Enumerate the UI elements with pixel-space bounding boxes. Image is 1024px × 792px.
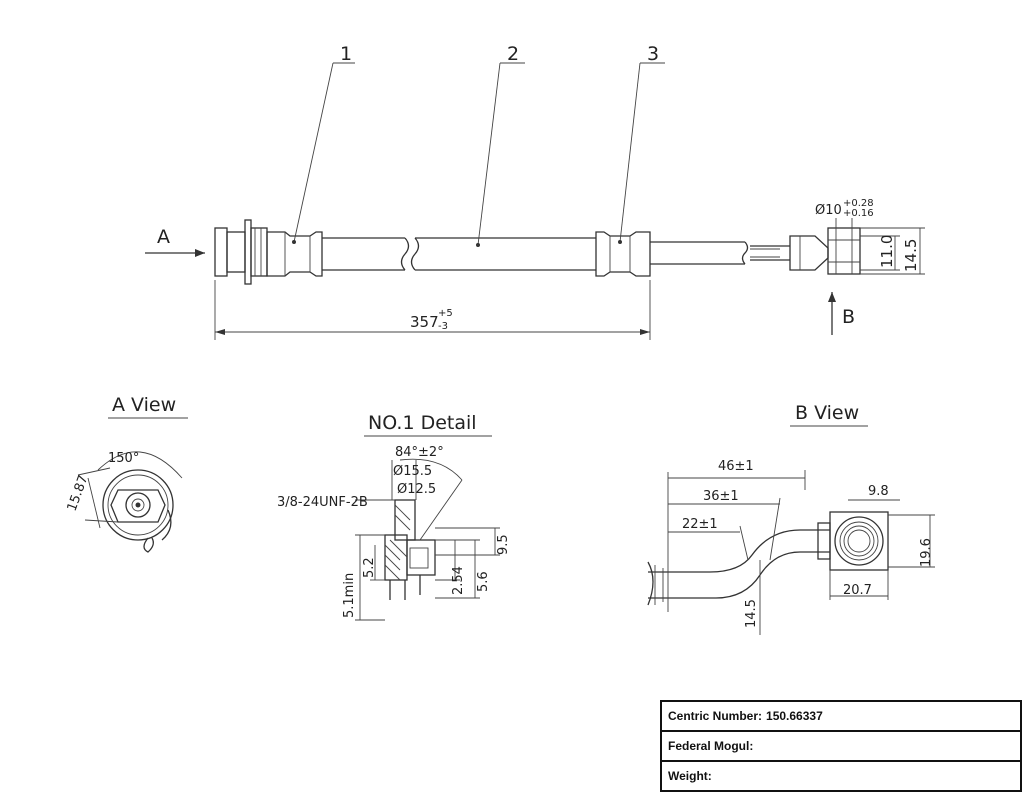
federal-mogul-label: Federal Mogul:	[668, 739, 754, 753]
b-view-dim-196: 19.6	[919, 538, 934, 567]
weight-label: Weight:	[668, 769, 712, 783]
callout-leaders	[292, 62, 665, 247]
a-view-dim-width: 15.87	[65, 473, 92, 513]
centric-number-label: Centric Number:	[668, 709, 763, 723]
detail-angle: 84°±2°	[395, 445, 444, 460]
fitting-lower-tol: +0.16	[843, 208, 874, 219]
overall-length-dimension	[214, 280, 651, 340]
fitting-diameter: Ø10	[815, 203, 842, 218]
view-label-a: A	[157, 226, 170, 248]
end-fitting-dimensions	[835, 218, 925, 275]
a-view-title: A View	[112, 394, 176, 416]
detail-dim-52: 5.2	[362, 557, 377, 578]
fitting-dim-14: 14.5	[902, 239, 920, 272]
detail-dim-254: 2.54	[451, 566, 466, 595]
detail-dia-inner: Ø12.5	[397, 482, 436, 497]
overall-length-value: 357	[410, 313, 439, 331]
overall-length-lower-tol: -3	[438, 321, 448, 332]
a-view-drawing	[77, 451, 183, 553]
fitting-dim-11: 11.0	[878, 235, 896, 268]
detail-dia-outer: Ø15.5	[393, 464, 432, 479]
b-view-drawing	[647, 470, 935, 635]
detail-thread: 3/8-24UNF-2B	[277, 495, 368, 510]
hose-assembly	[214, 219, 861, 285]
overall-length-upper-tol: +5	[438, 308, 453, 319]
a-view-angle: 150°	[108, 451, 139, 466]
centric-number-row: Centric Number: 150.66337	[662, 702, 1020, 732]
b-view-dim-207: 20.7	[843, 583, 872, 598]
centric-number-value: 150.66337	[766, 709, 823, 723]
b-view-dim-46: 46±1	[718, 459, 754, 474]
b-view-dim-36: 36±1	[703, 489, 739, 504]
detail-dim-56: 5.6	[476, 571, 491, 592]
fitting-upper-tol: +0.28	[843, 198, 874, 209]
title-block: Centric Number: 150.66337 Federal Mogul:…	[660, 700, 1022, 792]
view-arrow-a	[145, 249, 205, 257]
detail-title: NO.1 Detail	[368, 412, 477, 434]
view-arrow-b	[828, 292, 836, 335]
weight-row: Weight:	[662, 762, 1020, 790]
callout-2: 2	[507, 43, 519, 65]
federal-mogul-row: Federal Mogul:	[662, 732, 1020, 762]
detail-dim-95: 9.5	[496, 534, 511, 555]
view-label-b: B	[842, 306, 855, 328]
callout-3: 3	[647, 43, 659, 65]
detail-drawing	[355, 458, 500, 621]
b-view-dim-145: 14.5	[744, 599, 759, 628]
detail-dim-51min: 5.1min	[342, 573, 357, 618]
callout-1: 1	[340, 43, 352, 65]
b-view-title: B View	[795, 402, 859, 424]
b-view-dim-22: 22±1	[682, 517, 718, 532]
b-view-dim-98: 9.8	[868, 484, 889, 499]
